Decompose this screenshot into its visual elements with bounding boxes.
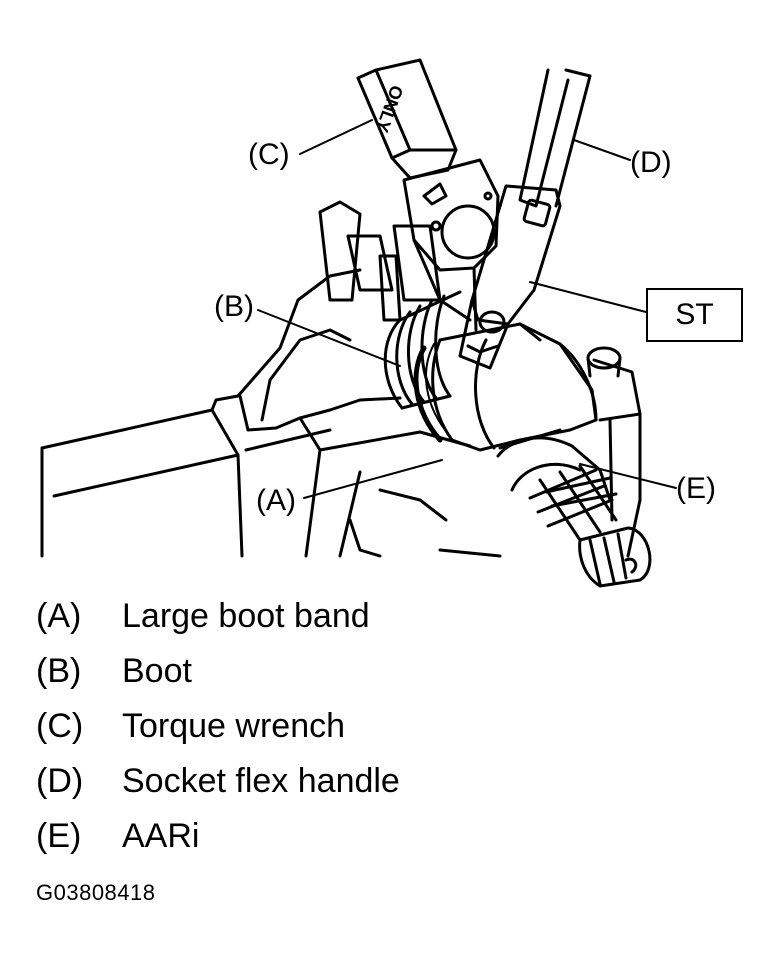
- small-boot-and-shaft: [496, 436, 652, 588]
- joint-housing: [431, 322, 642, 452]
- legend-key: (A): [36, 597, 82, 635]
- axle-boot-illustration: ONLY: [40, 58, 677, 588]
- legend-label: Torque wrench: [122, 707, 346, 745]
- suspension-arm: [40, 268, 642, 558]
- special-tool-label: ST: [675, 298, 714, 331]
- legend-key: (D): [36, 762, 84, 800]
- legend-key: (C): [36, 707, 84, 745]
- callout-c: (C): [248, 138, 290, 171]
- legend-key: (E): [36, 817, 82, 855]
- torque-wrench: [356, 58, 500, 332]
- callout-b: (B): [214, 290, 254, 323]
- figure-id: G03808418: [36, 880, 156, 905]
- callout-e: (E): [676, 472, 716, 505]
- leader-lines: [257, 119, 677, 499]
- legend-label: AARi: [122, 817, 200, 855]
- callout-a: (A): [256, 484, 296, 517]
- socket-flex-handle: [458, 68, 592, 370]
- legend-key: (B): [36, 652, 82, 690]
- legend-label: Large boot band: [122, 597, 370, 635]
- legend-label: Socket flex handle: [122, 762, 400, 800]
- special-tool-box: ST: [646, 288, 743, 342]
- callout-d: (D): [630, 146, 672, 179]
- legend-label: Boot: [122, 652, 192, 690]
